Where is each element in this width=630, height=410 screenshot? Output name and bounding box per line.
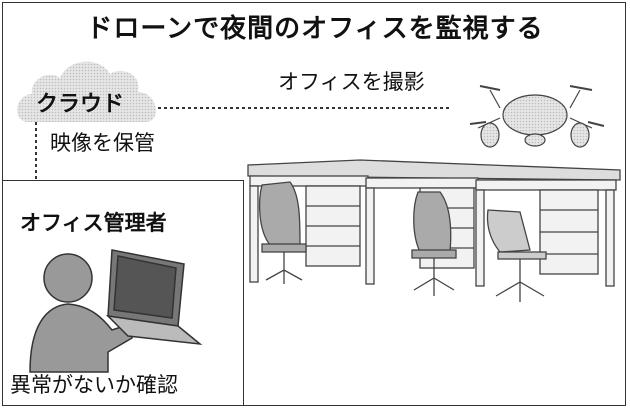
page-title: ドローンで夜間のオフィスを監視する — [86, 14, 544, 44]
cloud-label: クラウド — [36, 92, 125, 117]
cloud-caption: 映像を保管 — [50, 131, 155, 155]
drone-caption: オフィスを撮影 — [278, 70, 425, 94]
office-chairs-icon — [258, 181, 547, 302]
cloud-icon — [17, 61, 156, 122]
manager-caption: 異常がないか確認 — [10, 373, 178, 397]
drone-icon — [469, 85, 605, 148]
manager-title: オフィス管理者 — [20, 211, 167, 235]
office-desks-icon — [247, 159, 621, 287]
